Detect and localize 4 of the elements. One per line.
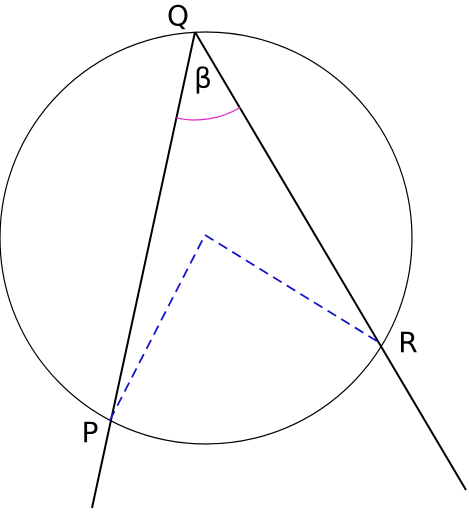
point-label: Q [168,4,188,30]
point-label: P [84,422,98,442]
point-label: β [196,66,210,94]
point-label: R [401,332,417,352]
